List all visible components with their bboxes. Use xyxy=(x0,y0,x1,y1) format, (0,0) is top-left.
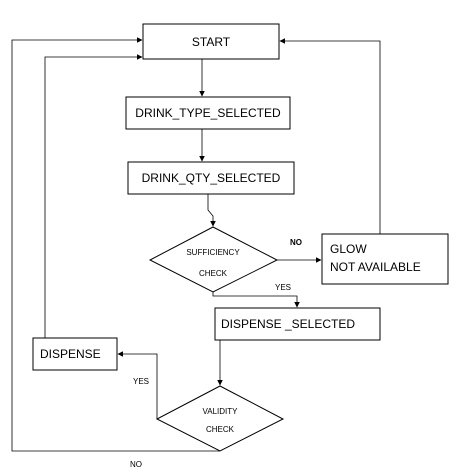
sufficiency-no-label: NO xyxy=(290,238,302,247)
drink-type-selected-label: DRINK_TYPE_SELECTED xyxy=(135,106,281,120)
validity-check-label-line1: VALIDITY xyxy=(203,407,239,416)
validity-no-label: NO xyxy=(130,460,142,469)
start-label: START xyxy=(192,35,231,49)
sufficiency-check-decision: SUFFICIENCY CHECK xyxy=(148,226,279,293)
glow-label-line2: NOT AVAILABLE xyxy=(330,260,421,274)
edge-validity-yes-to-dispense xyxy=(117,351,158,419)
dispense-node: DISPENSE xyxy=(32,337,118,371)
validity-check-decision: VALIDITY CHECK xyxy=(155,385,285,452)
edge-dispense-to-start xyxy=(44,54,143,338)
drink-qty-selected-node: DRINK_QTY_SELECTED xyxy=(127,161,295,195)
edge-sufficiency-yes-to-dispense-selected xyxy=(212,292,300,308)
drink-type-selected-node: DRINK_TYPE_SELECTED xyxy=(125,96,291,130)
edge-qty-to-sufficiency xyxy=(207,194,216,227)
edge-glow-to-start xyxy=(279,38,381,234)
validity-check-label-line2: CHECK xyxy=(206,425,235,434)
glow-not-available-node: GLOW NOT AVAILABLE xyxy=(321,233,449,285)
start-node: START xyxy=(142,23,280,60)
sufficiency-yes-label: YES xyxy=(275,283,291,292)
glow-label-line1: GLOW xyxy=(330,242,367,256)
sufficiency-check-label-line1: SUFFICIENCY xyxy=(186,248,240,257)
dispense-label: DISPENSE xyxy=(40,347,101,361)
dispense-selected-node: DISPENSE _SELECTED xyxy=(214,307,381,341)
dispense-selected-label: DISPENSE _SELECTED xyxy=(221,317,355,331)
drink-qty-selected-label: DRINK_QTY_SELECTED xyxy=(142,171,281,185)
edge-validity-no-to-start xyxy=(11,37,220,452)
sufficiency-check-label-line2: CHECK xyxy=(199,269,228,278)
validity-yes-label: YES xyxy=(133,377,149,386)
